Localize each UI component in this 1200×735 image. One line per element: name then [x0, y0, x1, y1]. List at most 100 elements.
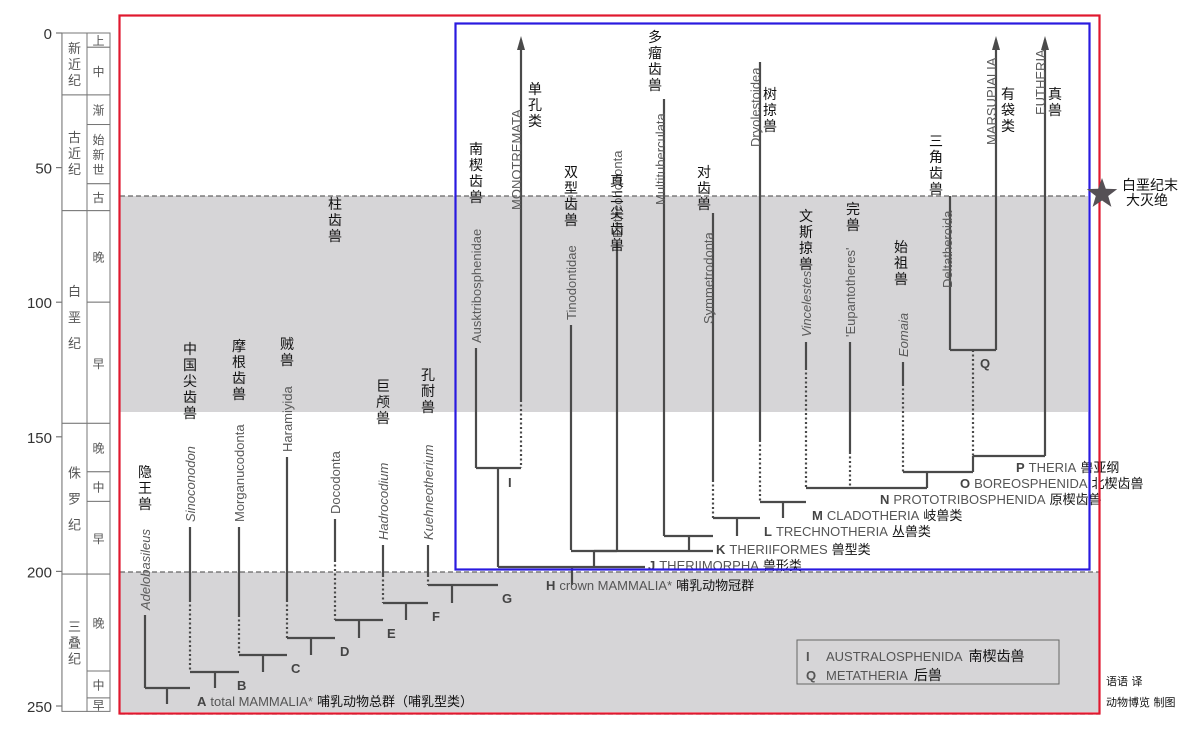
legend-border [796, 639, 1060, 685]
taxon-latin-label: Vincelestes [799, 270, 814, 337]
taxon-cn-label: 柱 [328, 197, 342, 213]
node-letter: M [812, 508, 823, 523]
taxon-cn-label: 兽 [328, 229, 342, 245]
taxon-cn-label: 齿 [929, 166, 943, 182]
taxon-cn-label: 国 [183, 358, 197, 374]
node-c: C [291, 661, 301, 676]
taxon-latin-label: Deltatheroida [940, 210, 955, 288]
node-e: E [387, 626, 396, 641]
credit-translator: 语语 译 [1106, 675, 1143, 688]
node-label: B [237, 678, 246, 693]
node-i: I [508, 475, 512, 490]
node-g: G [502, 591, 512, 606]
taxon-cn-label: 真 [610, 174, 624, 190]
epoch-label: 始 [92, 133, 104, 147]
period-label: 近 [68, 147, 81, 162]
period-label: 近 [68, 58, 81, 73]
tick-label-250: 250 [27, 699, 52, 716]
taxon-cn-label: 对 [697, 165, 711, 181]
triassic-band [120, 572, 1100, 712]
taxon-latin-label: Multituberculata [653, 112, 668, 205]
taxon-cn-label: 兽 [280, 353, 294, 369]
taxon-cn-label: 掠 [799, 241, 813, 257]
node-letter: B [237, 678, 246, 693]
taxon-latin-label: Sinoconodon [183, 446, 198, 522]
node-label: D [340, 644, 349, 659]
taxon-cn-label: 文 [799, 209, 813, 225]
epoch-label: 新 [92, 147, 104, 162]
epoch-label: 晚 [92, 617, 104, 631]
period-label: 叠 [68, 637, 81, 652]
node-letter: F [432, 609, 440, 624]
taxon-cn-label: 齿 [232, 371, 246, 387]
node-label: F [432, 609, 440, 624]
taxon-latin-label: MONOTREMATA [509, 109, 524, 210]
epoch-label: 古 [92, 190, 104, 205]
node-letter: A [197, 694, 207, 709]
period-label: 纪 [68, 519, 81, 534]
star-icon [1086, 178, 1118, 207]
epoch-label: 上 [92, 34, 104, 48]
taxon-latin-label: 'Eupantotheres' [843, 247, 858, 337]
taxon-latin-label: MARSUPIALIA [984, 57, 999, 145]
period-label: 新 [68, 41, 81, 57]
node-letter: L [764, 524, 772, 539]
taxon-cn-label: 兽 [763, 119, 777, 135]
taxon-cn-label: 兽 [564, 213, 578, 229]
node-letter: I [508, 475, 512, 490]
tick-label-200: 200 [27, 564, 52, 581]
taxon-latin-label: Ausktribosphenidae [469, 229, 484, 343]
taxon-cn-label: 齿 [697, 181, 711, 197]
node-f: F [432, 609, 440, 624]
epoch-label: 早 [92, 532, 104, 546]
node-letter: D [340, 644, 349, 659]
taxon-eupantotheres: 'Eupantotheres'完兽 [843, 202, 860, 337]
taxon-cn-label: 完 [846, 202, 860, 218]
taxon-latin-label: Haramiyida [280, 385, 295, 452]
epoch-label: 晚 [92, 250, 104, 264]
period-label: 纪 [68, 337, 81, 352]
taxon-cn-label: 兽 [232, 387, 246, 403]
taxon-cn-label: 单 [528, 82, 542, 98]
epoch-label: 早 [92, 699, 104, 713]
taxon-latin-label: Hadrocodium [376, 463, 391, 540]
node-q: Q [980, 356, 990, 371]
taxon-cn-label: 有 [1001, 87, 1015, 103]
node-label: C [291, 661, 301, 676]
epoch-label: 中 [92, 64, 104, 79]
taxon-cn-label: 斯 [799, 225, 813, 241]
taxon-latin-label: Dryolestoidea [748, 67, 763, 147]
taxon-cn-label: 型 [564, 181, 578, 197]
node-letter: P [1016, 460, 1025, 475]
period-cell [61, 94, 88, 212]
taxon-cn-label: 孔 [528, 98, 542, 114]
period-cell [61, 422, 88, 575]
total-mammalia-highlight-box [118, 14, 1101, 715]
taxon-cn-label: 双 [564, 165, 578, 181]
tick-label-50: 50 [35, 161, 52, 178]
node-d: D [340, 644, 349, 659]
